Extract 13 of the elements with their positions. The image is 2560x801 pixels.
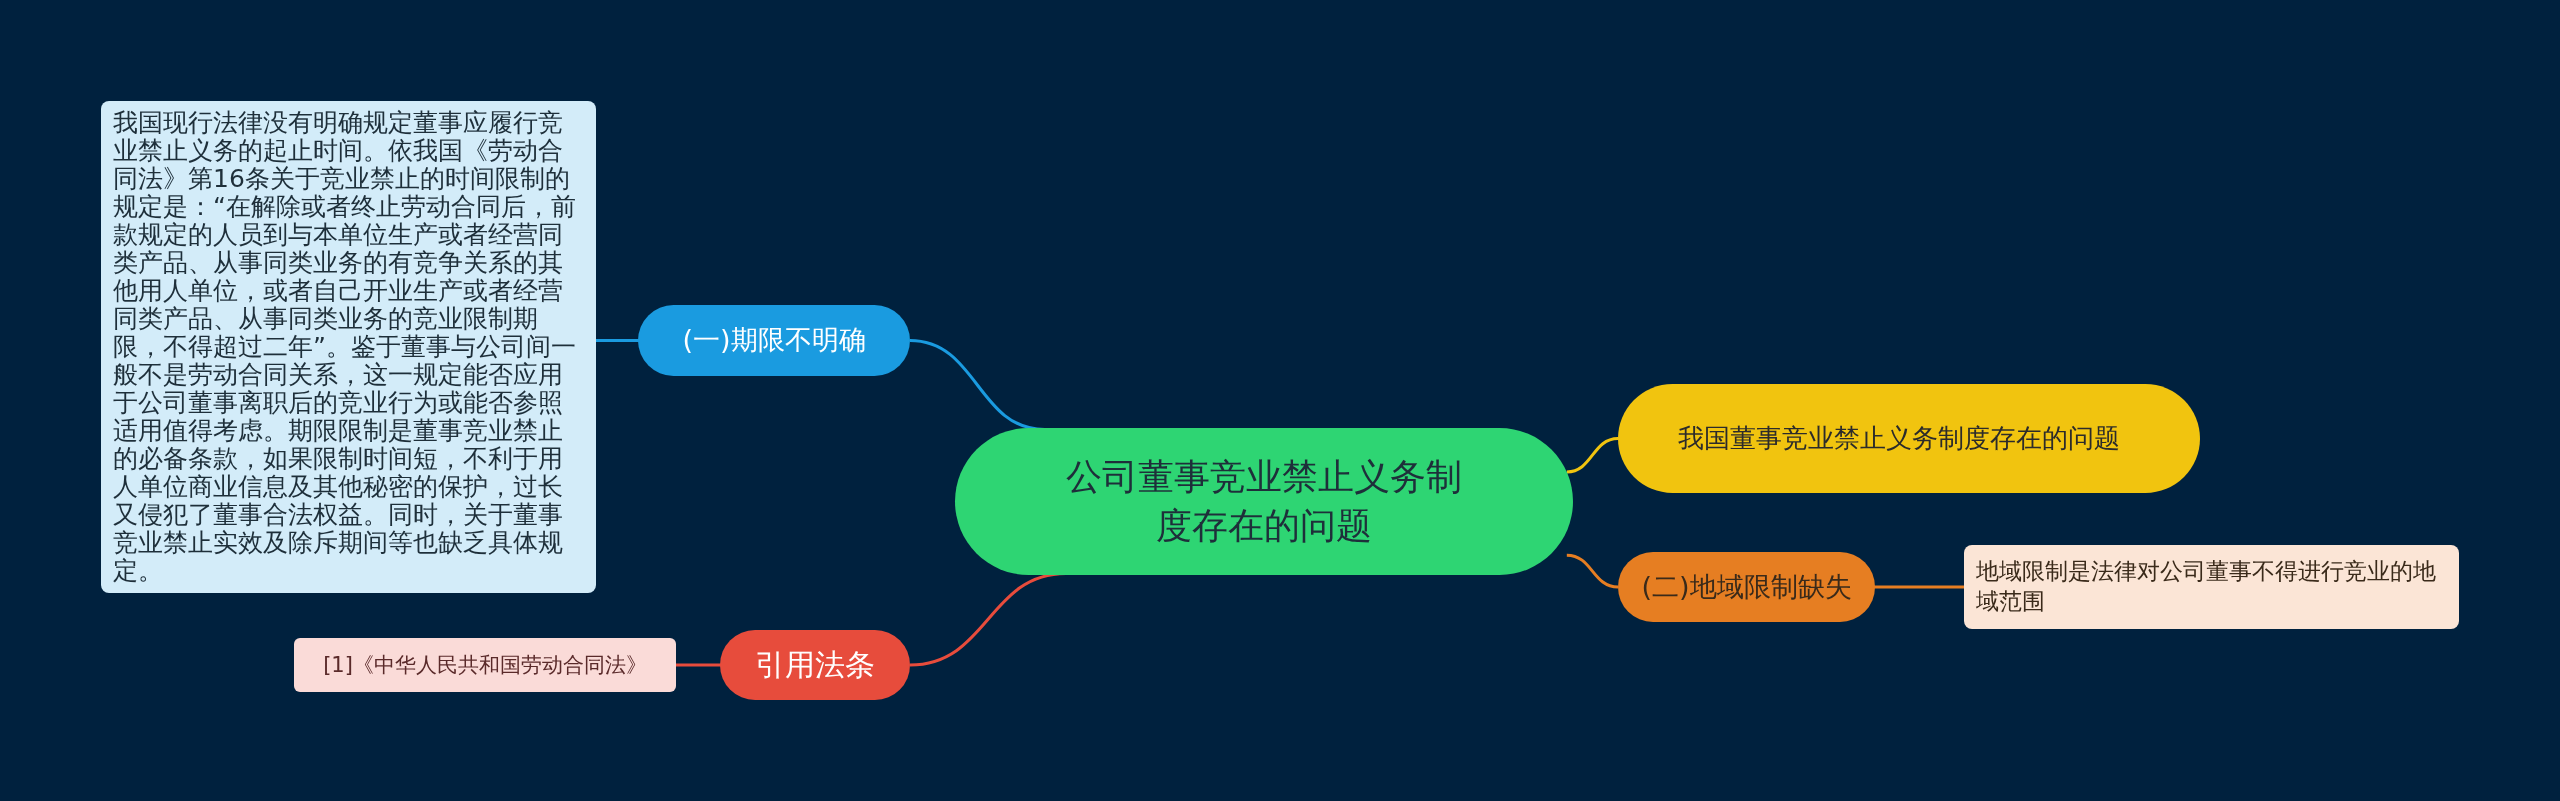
note-box [294,638,676,692]
topic-text: 地域限制是法律对公司董事不得进行竞业的地域范围 [1976,557,2437,616]
connector-line [676,663,722,667]
topic-text: 公司董事竞业禁止义务制度存在的问题 [1065,454,1463,548]
topic-text: 引用法条 [755,645,875,684]
topic-text: [1]《中华人民共和国劳动合同法》 [323,651,647,679]
topic-text: (二)地域限制缺失 [1641,569,1852,604]
topic-text: (一)期限不明确 [682,323,866,358]
topic-text: 我国董事竞业禁止义务制度存在的问题 [1678,421,2120,455]
connector-line [1566,553,1619,589]
connector-line [1566,437,1619,474]
note-box [1964,545,2459,629]
topic-text: 我国现行法律没有明确规定董事应履行竞业禁止义务的起止时间。依我国《劳动合同法》第16条关于竞业禁止的时间限制的规定是：“在解除或者终止劳动合同后，前款规定的人员到与本单位生产或者经营同类产品、从事同类业务的有竞争关系的其他用人单位，或者自己开业生产或者经营同类产品、从事同类业务的竞业限制期限，不得超过二年”。鉴于董事与公司间一般不是劳动合同关系，这一规定能否应用于公司董事离职后的竞业行为或能否参照适用值得考虑。期限限制是董事竞业禁止的必备条款，如果限制时间短，不利于用人单位商业信息及其他秘密的保护，过长又侵犯了董事合法权益。同时，关于董事竞业禁止实效及除斥期间等也缺乏具体规定。 [113,109,577,585]
